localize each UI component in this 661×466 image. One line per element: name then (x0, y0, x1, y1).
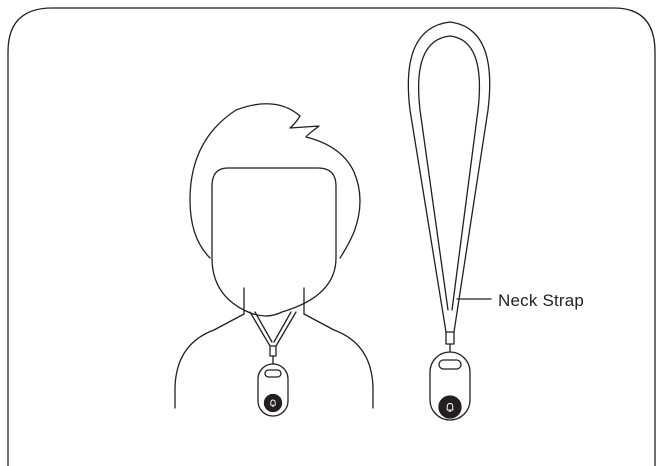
person-neck (244, 288, 304, 314)
person-hair (190, 104, 360, 258)
person-lanyard-left (250, 312, 272, 346)
neck-strap-label: Neck Strap (498, 291, 584, 311)
frame-border (8, 8, 655, 466)
person-face (212, 168, 336, 316)
person-lanyard-clip (270, 346, 276, 356)
person-lanyard-right (274, 312, 296, 346)
neck-strap (408, 22, 489, 420)
strap-pendant-button (439, 396, 461, 418)
strap-inner-loop (419, 36, 480, 310)
person-figure (175, 104, 373, 416)
person-pendant-button (265, 395, 282, 412)
strap-clip (446, 332, 454, 344)
